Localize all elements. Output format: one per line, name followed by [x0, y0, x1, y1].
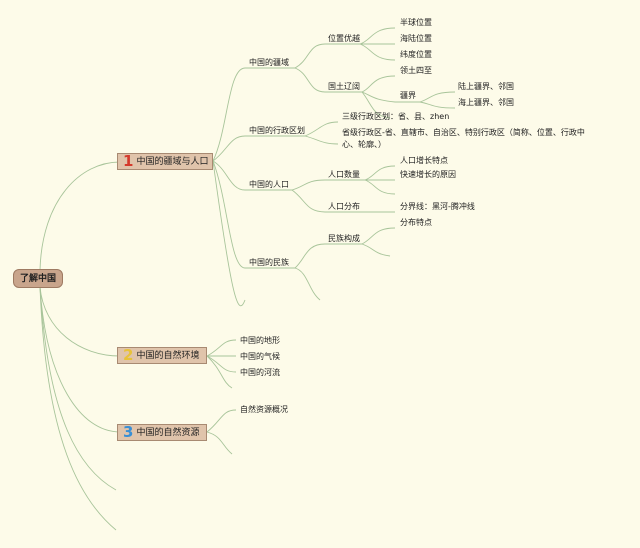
connector [419, 91, 456, 103]
connector [361, 91, 396, 103]
root-node[interactable]: 了解中国 [13, 269, 63, 288]
connector [361, 227, 396, 245]
connector [39, 161, 121, 271]
connector [294, 267, 321, 301]
connector [291, 179, 326, 191]
connector [359, 43, 396, 61]
node-population[interactable]: 中国的人口 [249, 180, 289, 189]
node-ethnic[interactable]: 中国的民族 [249, 258, 289, 267]
connector [39, 286, 121, 433]
connector [359, 27, 396, 45]
node-admin-three-levels[interactable]: 三级行政区划：省、县、zhen [342, 112, 450, 121]
connector [212, 67, 246, 162]
node-population-distribution[interactable]: 人口分布 [328, 202, 360, 211]
node-border-sea[interactable]: 海上疆界、邻国 [458, 98, 514, 107]
branch-label: 中国的自然环境 [136, 351, 200, 361]
connector [206, 409, 237, 433]
node-location-land-sea[interactable]: 海陆位置 [400, 34, 432, 43]
node-resources-overview[interactable]: 自然资源概况 [240, 405, 288, 414]
connector [212, 160, 246, 269]
node-rivers[interactable]: 中国的河流 [240, 368, 280, 377]
node-location-hemisphere[interactable]: 半球位置 [400, 18, 432, 27]
connector [364, 165, 396, 181]
connector [294, 243, 326, 269]
node-population-count[interactable]: 人口数量 [328, 170, 360, 179]
connector [212, 135, 246, 162]
node-admin[interactable]: 中国的行政区划 [249, 126, 305, 135]
node-ethnic-composition[interactable]: 民族构成 [328, 234, 360, 243]
connector [206, 355, 237, 373]
node-location-latitude[interactable]: 纬度位置 [400, 50, 432, 59]
node-heihe-tengchong-line[interactable]: 分界线：黑河-腾冲线 [400, 202, 475, 211]
branch-number: 1 [123, 152, 134, 170]
node-population-growth[interactable]: 人口增长特点 [400, 156, 448, 165]
node-land[interactable]: 国土辽阔 [328, 82, 360, 91]
connector [304, 121, 339, 137]
node-ethnic-distribution[interactable]: 分布特点 [400, 218, 432, 227]
connector [206, 339, 237, 357]
branch-label: 中国的自然资源 [136, 428, 200, 438]
connector [206, 431, 233, 455]
node-terrain[interactable]: 中国的地形 [240, 336, 280, 345]
connector [39, 286, 121, 357]
connector [212, 160, 246, 191]
connector [361, 243, 391, 257]
node-border-land[interactable]: 陆上疆界、邻国 [458, 82, 514, 91]
node-admin-provincial[interactable]: 省级行政区-省、直辖市、自治区、特别行政区（简称、位置、行政中心、轮廓、） [342, 128, 585, 149]
connector [212, 160, 246, 307]
connector [361, 75, 396, 93]
connector [304, 135, 339, 145]
connector [39, 286, 117, 491]
connector [294, 43, 326, 69]
connector [361, 91, 391, 119]
connector [291, 189, 326, 213]
node-population-reason[interactable]: 快速增长的原因 [400, 170, 456, 179]
connector [364, 179, 396, 195]
node-land-extent[interactable]: 领土四至 [400, 66, 432, 75]
connector [294, 67, 326, 93]
connector [419, 101, 456, 109]
branch-label: 中国的疆域与人口 [136, 157, 209, 167]
node-territory[interactable]: 中国的疆域 [249, 58, 289, 67]
node-location[interactable]: 位置优越 [328, 34, 360, 43]
branch-number: 2 [123, 346, 134, 364]
connector [206, 355, 233, 389]
node-climate[interactable]: 中国的气候 [240, 352, 280, 361]
branch-number: 3 [123, 423, 134, 441]
connector [39, 286, 117, 531]
node-border[interactable]: 疆界 [400, 91, 416, 100]
